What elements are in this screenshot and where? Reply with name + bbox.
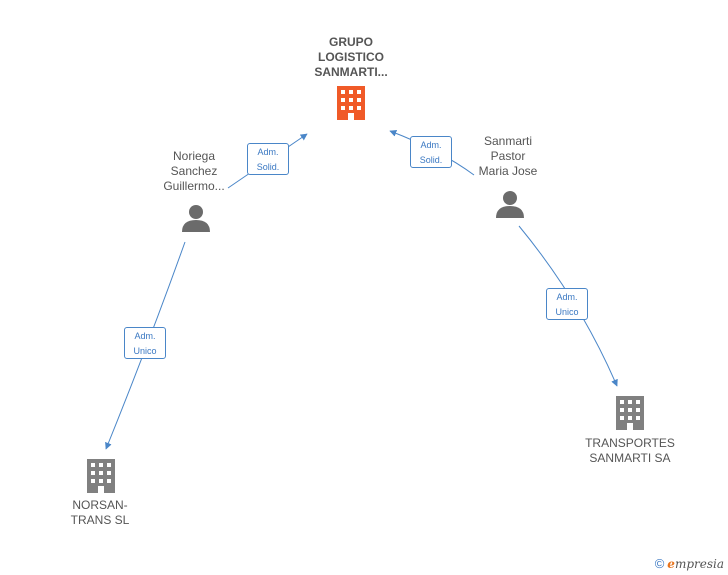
edge-label-line1: Adm. <box>134 331 156 341</box>
person-icon-sanmarti[interactable] <box>496 191 524 218</box>
edge-label-sanmarti-grupo[interactable]: Adm. Solid. <box>410 136 452 168</box>
copyright-symbol: © <box>654 556 665 571</box>
edge-label-noriega-norsan[interactable]: Adm. Unico <box>124 327 166 359</box>
edge-label-line2: Unico <box>133 346 157 356</box>
empresia-watermark: ©empresia <box>655 556 724 571</box>
person-icon-noriega[interactable] <box>182 205 210 232</box>
node-label-noriega[interactable]: Noriega Sanchez Guillermo... <box>163 149 225 193</box>
edge-label-line2: Solid. <box>419 155 443 165</box>
node-label-transportes[interactable]: TRANSPORTES SANMARTI SA <box>585 436 675 465</box>
brand-logo: empresia <box>667 557 724 571</box>
edge-label-sanmarti-transportes[interactable]: Adm. Unico <box>546 288 588 320</box>
edge-label-line1: Adm. <box>556 292 578 302</box>
edge-label-line2: Unico <box>555 307 579 317</box>
edge-label-noriega-grupo[interactable]: Adm. Solid. <box>247 143 289 175</box>
node-label-norsan[interactable]: NORSAN- TRANS SL <box>70 498 130 527</box>
edge-label-line1: Adm. <box>420 140 442 150</box>
building-icon-transportes[interactable] <box>616 396 644 430</box>
edge-label-line1: Adm. <box>257 147 279 157</box>
node-label-sanmarti[interactable]: Sanmarti Pastor Maria Jose <box>478 134 538 178</box>
node-label-grupo[interactable]: GRUPO LOGISTICO SANMARTI... <box>314 35 388 79</box>
building-icon-norsan[interactable] <box>87 459 115 493</box>
building-icon-grupo[interactable] <box>337 86 365 120</box>
edge-label-line2: Solid. <box>256 162 280 172</box>
